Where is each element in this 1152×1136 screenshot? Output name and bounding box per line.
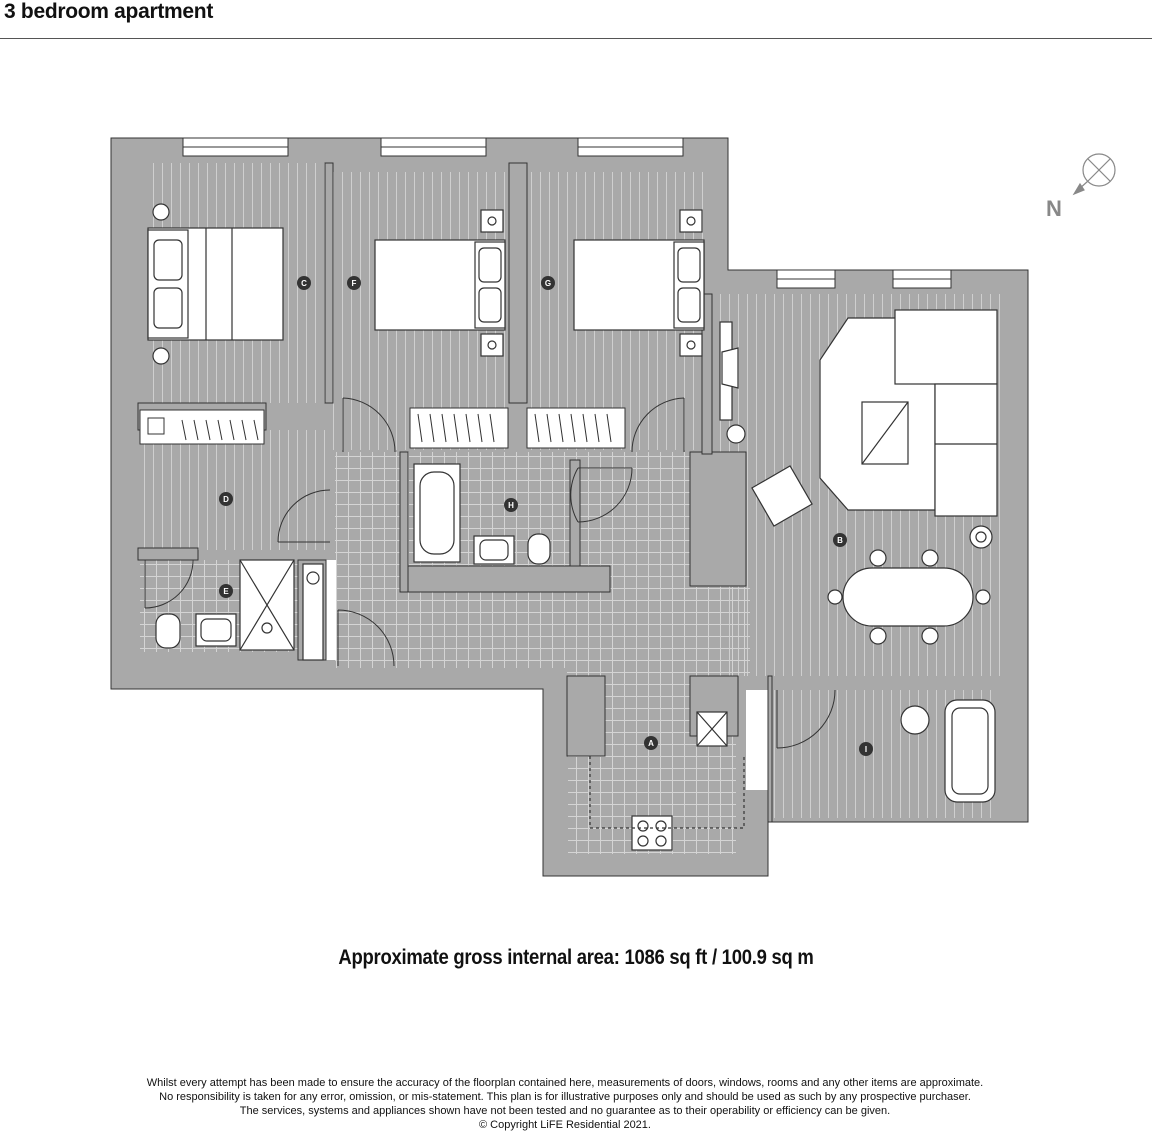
- kitchen-fixtures: [589, 711, 745, 851]
- room-label-d: D: [223, 495, 229, 504]
- room-label-g: G: [545, 279, 551, 288]
- gross-area-text: Approximate gross internal area: 1086 sq…: [338, 946, 814, 969]
- windows: [182, 137, 952, 289]
- room-label-a: A: [648, 739, 654, 748]
- doors: [144, 397, 836, 749]
- bed-f: [374, 209, 506, 357]
- north-label: N: [1046, 196, 1062, 221]
- page-title: 3 bedroom apartment: [4, 0, 214, 23]
- disclaimer-line-1: Whilst every attempt has been made to en…: [146, 1077, 984, 1089]
- disclaimer-line-3: The services, systems and appliances sho…: [239, 1105, 891, 1117]
- disclaimer-line-4: © Copyright LiFE Residential 2021.: [479, 1119, 651, 1131]
- room-label-c: C: [301, 279, 307, 288]
- disclaimer: Whilst every attempt has been made to en…: [0, 1076, 1130, 1132]
- room-d-floor: [138, 430, 325, 550]
- room-label-h: H: [508, 501, 514, 510]
- bathroom-fixtures: [413, 463, 551, 565]
- room-label-b: B: [837, 536, 843, 545]
- shower-fixtures: [155, 559, 324, 661]
- room-labels: [219, 276, 873, 756]
- room-label-f: F: [352, 279, 357, 288]
- room-label-e: E: [223, 587, 229, 596]
- compass-icon: [1072, 153, 1116, 196]
- room-label-i: I: [865, 745, 867, 754]
- title-divider: [0, 38, 1152, 39]
- wardrobes: [139, 407, 626, 449]
- bed-g: [573, 209, 705, 357]
- balcony-furniture: [900, 699, 996, 803]
- bed-c: [147, 203, 284, 365]
- disclaimer-line-2: No responsibility is taken for any error…: [159, 1091, 971, 1103]
- living-furniture: [719, 309, 998, 645]
